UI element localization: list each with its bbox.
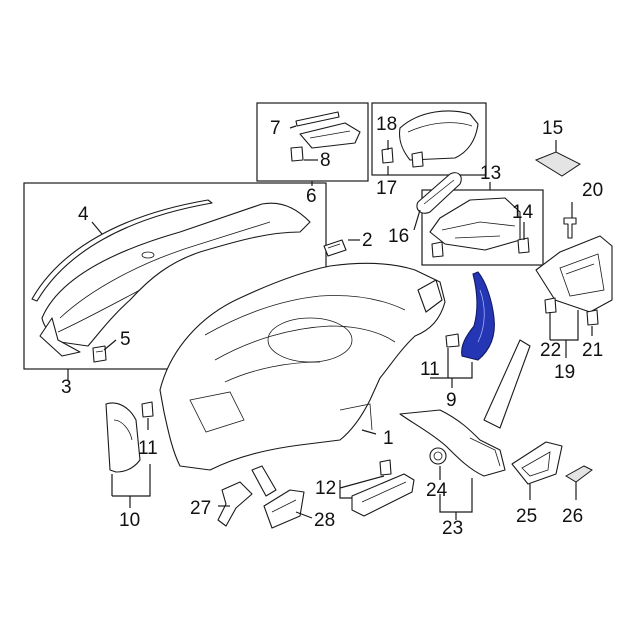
panel-detail [204, 295, 406, 336]
callout-23: 23 [442, 518, 463, 539]
callout-3: 3 [61, 377, 72, 398]
callout-4: 4 [78, 204, 89, 225]
clip-12b-part [379, 459, 392, 476]
bezel-19-part [535, 235, 613, 313]
side-panel-10-part [105, 402, 141, 473]
bezel-25-part [511, 441, 563, 485]
callout-27: 27 [190, 498, 211, 519]
bezel-25-detail [521, 451, 551, 477]
clip-22-part [544, 297, 557, 314]
panel-detail [214, 325, 396, 361]
callout-16: 16 [388, 226, 409, 247]
dash-pad-flange-part [39, 317, 81, 357]
callout-10: 10 [119, 510, 140, 531]
tray-13-detail [441, 221, 516, 231]
duct-27-part [217, 481, 253, 527]
group-box-17 [371, 102, 487, 176]
vent-16-detail [423, 179, 455, 205]
callout-24: 24 [426, 480, 448, 501]
cover-17-detail [407, 122, 473, 133]
bracket-12-part [351, 473, 415, 517]
callout-15: 15 [542, 118, 563, 139]
callout-11a: 11 [138, 438, 158, 459]
console-23-detail [469, 437, 501, 467]
dash-pad-detail [59, 221, 271, 319]
callout-6: 6 [306, 186, 317, 207]
trim-9-highlighted-part [461, 271, 495, 361]
strip-7-part [295, 111, 340, 127]
callout-12: 12 [315, 478, 336, 499]
panel-6-part [299, 122, 361, 149]
callout-18: 18 [376, 114, 397, 135]
clip-14-part [517, 237, 530, 254]
panel-6-detail [309, 130, 351, 139]
console-23-part [399, 409, 506, 477]
bracket-2-detail [327, 243, 341, 249]
clip-13b-part [431, 241, 444, 258]
duct-27b-part [251, 465, 277, 497]
tray-13-part [429, 197, 521, 251]
callout-11b: 11 [420, 359, 440, 380]
instrument-panel-part [159, 262, 446, 471]
callout-2: 2 [362, 230, 373, 251]
callout-7: 7 [270, 118, 281, 139]
panel-opening [267, 317, 353, 363]
bezel-19-detail [565, 263, 595, 275]
knob-24-part [429, 447, 447, 465]
callout-5: 5 [120, 329, 131, 350]
clip-5-part [92, 345, 107, 363]
bracket-28-detail [271, 499, 297, 513]
clip-11b-part [445, 333, 460, 348]
clip-5-detail [95, 350, 104, 353]
callout-25: 25 [516, 506, 537, 527]
callout-13: 13 [480, 163, 501, 184]
callout-22: 22 [540, 340, 561, 361]
callout-21: 21 [582, 340, 603, 361]
callout-9: 9 [446, 390, 457, 411]
tray-13-detail [454, 235, 501, 239]
bracket-12-detail [361, 481, 407, 503]
dash-pad-part [41, 202, 311, 347]
callout-26: 26 [562, 506, 583, 527]
panel-vent-part [417, 279, 443, 313]
console-23-arm-part [483, 339, 531, 429]
panel-detail [339, 403, 373, 431]
clip-11a-part [141, 401, 154, 418]
dash-pad-hole [141, 251, 155, 259]
plate-15-part [534, 151, 581, 177]
dash-pad-detail [57, 289, 141, 333]
clip-8-part [290, 146, 304, 162]
side-panel-10-detail [113, 419, 133, 441]
clip-21-part [586, 309, 599, 326]
callout-1: 1 [383, 428, 394, 449]
knob-24-detail [433, 451, 443, 461]
group-box-13 [421, 189, 544, 266]
clip-18-part [381, 147, 394, 164]
trim-26-part [565, 465, 593, 483]
bracket-28-part [263, 489, 305, 529]
bolt-20-part [563, 217, 577, 239]
callout-28: 28 [314, 510, 335, 531]
molding-strip-part [31, 199, 213, 302]
vent-16-part [416, 172, 462, 214]
bracket-2-part [323, 239, 347, 257]
callout-8: 8 [320, 150, 331, 171]
trim-9-detail [477, 289, 485, 343]
callout-14: 14 [512, 202, 534, 223]
callout-20: 20 [582, 180, 603, 201]
bezel-19-detail [559, 253, 605, 297]
leader-lines [67, 125, 593, 520]
clip-17b-part [411, 151, 424, 168]
panel-detail [189, 391, 245, 433]
callout-17: 17 [376, 178, 397, 199]
callout-19: 19 [554, 362, 575, 383]
cover-17-part [398, 110, 479, 161]
